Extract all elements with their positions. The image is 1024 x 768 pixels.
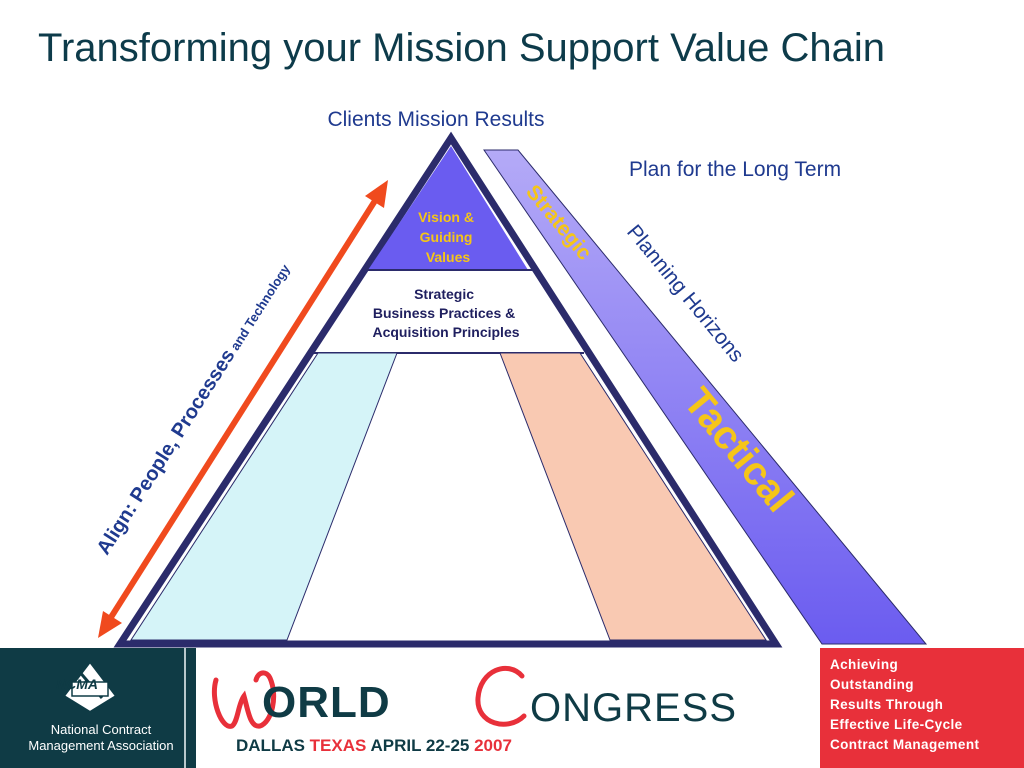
value-chain-diagram: Vision & Guiding Values Strategic Busine… bbox=[93, 131, 928, 648]
align-arrow bbox=[105, 194, 381, 624]
arrow-head-top bbox=[365, 180, 388, 208]
script-c-logo-icon bbox=[475, 665, 527, 727]
ncma-logo-text: NCMA bbox=[56, 676, 98, 692]
left-panel bbox=[130, 352, 398, 641]
tagline-panel bbox=[820, 648, 1024, 768]
page-title: Transforming your Mission Support Value … bbox=[38, 26, 886, 70]
footer-divider bbox=[184, 648, 186, 768]
congress-text: ONGRESS bbox=[530, 686, 738, 730]
planning-horizon-band bbox=[483, 149, 928, 645]
ncma-logo-icon bbox=[62, 660, 118, 714]
tagline: Achieving Outstanding Results Through Ef… bbox=[830, 657, 980, 752]
strategic-practices-text: Strategic Business Practices & Acquisiti… bbox=[372, 286, 519, 340]
script-w-logo-icon bbox=[212, 670, 277, 729]
vision-apex bbox=[368, 146, 528, 270]
world-text: ORLD bbox=[262, 678, 391, 727]
right-panel bbox=[499, 352, 767, 641]
event-date: DALLAS TEXAS APRIL 22-25 2007 bbox=[236, 736, 512, 755]
arrow-head-bottom bbox=[98, 611, 122, 638]
plan-long-term-label: Plan for the Long Term bbox=[629, 158, 842, 181]
vision-text: Vision & Guiding Values bbox=[418, 209, 478, 265]
ncma-name: National Contract Management Association bbox=[28, 722, 174, 753]
clients-mission-results-label: Clients Mission Results bbox=[327, 108, 545, 131]
